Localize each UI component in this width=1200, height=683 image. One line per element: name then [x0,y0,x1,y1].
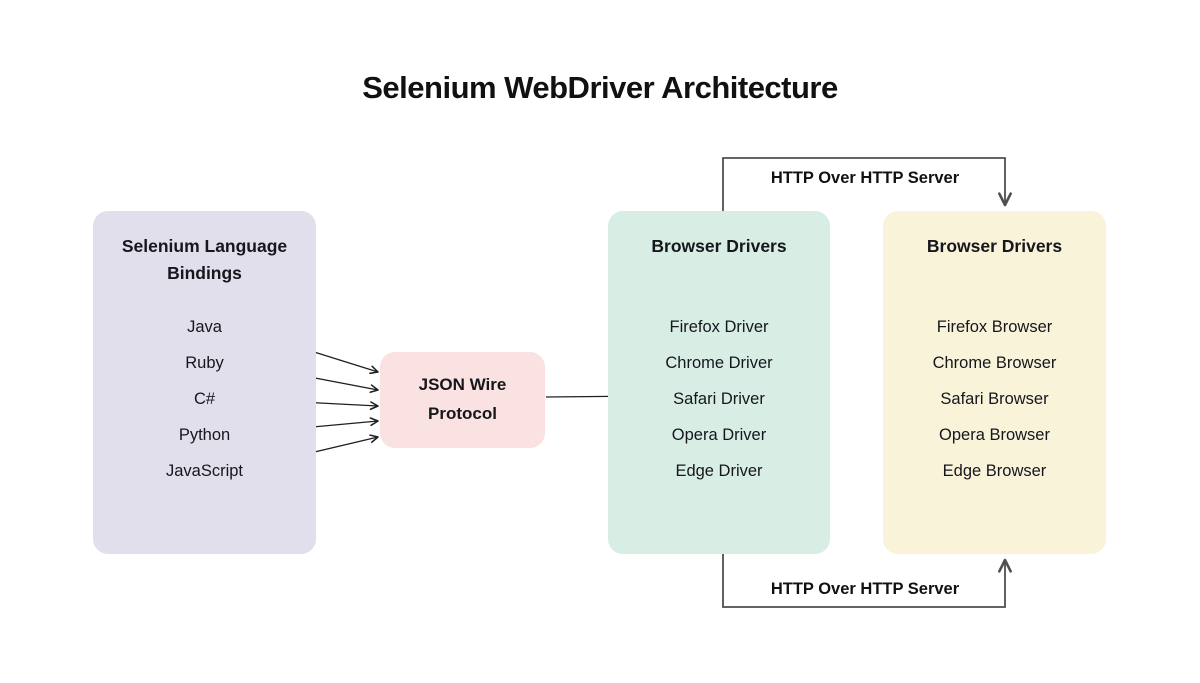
selenium-language-bindings-box: Selenium Language Bindings Java Ruby C# … [93,211,316,554]
json-wire-protocol-box: JSON Wire Protocol [380,352,545,448]
driver-item-chrome: Chrome Driver [665,354,773,372]
browsers-box: Browser Drivers Firefox Browser Chrome B… [883,211,1106,554]
browser-item-edge: Edge Browser [942,462,1047,480]
browser-item-safari: Safari Browser [940,390,1049,408]
bindings-box-title: Selenium Language Bindings [121,236,288,284]
drivers-box-title: Browser Drivers [651,236,787,256]
binding-item-python: Python [178,426,231,444]
driver-item-edge: Edge Driver [675,462,763,480]
binding-item-ruby: Ruby [185,354,224,372]
driver-item-safari: Safari Driver [673,390,765,408]
browsers-box-title: Browser Drivers [926,236,1063,256]
drivers-box-items: Firefox Driver Chrome Driver Safari Driv… [608,309,830,489]
browser-item-opera: Opera Browser [939,426,1050,444]
http-over-http-server-label-top: HTTP Over HTTP Server [770,169,960,187]
browser-item-chrome: Chrome Browser [932,354,1057,372]
binding-item-java: Java [187,318,222,336]
browser-drivers-box: Browser Drivers Firefox Driver Chrome Dr… [608,211,830,554]
protocol-box-label: JSON Wire Protocol [418,375,507,423]
browser-item-firefox: Firefox Browser [936,318,1053,336]
binding-item-csharp: C# [193,390,216,408]
browsers-box-items: Firefox Browser Chrome Browser Safari Br… [883,309,1106,489]
bindings-box-items: Java Ruby C# Python JavaScript [93,309,316,489]
driver-item-opera: Opera Driver [671,426,767,444]
page-title: Selenium WebDriver Architecture [362,70,838,105]
http-over-http-server-label-bottom: HTTP Over HTTP Server [770,580,960,598]
driver-item-firefox: Firefox Driver [669,318,769,336]
binding-item-javascript: JavaScript [165,462,244,480]
